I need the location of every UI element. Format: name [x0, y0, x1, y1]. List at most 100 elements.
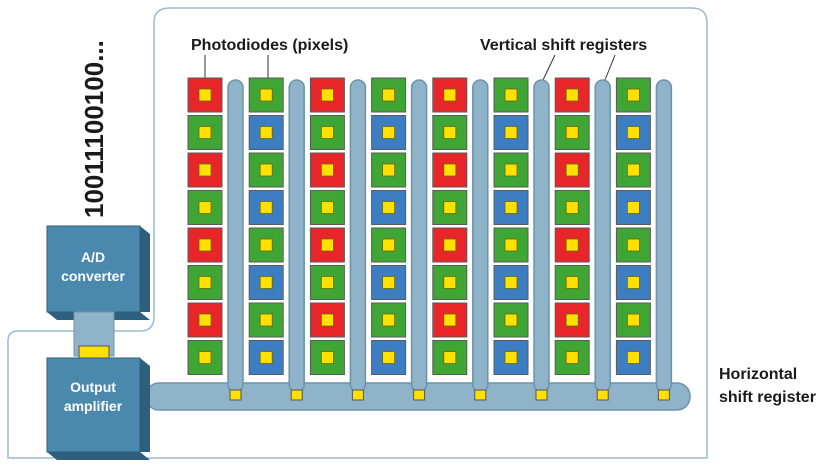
vertical-shift-register — [472, 79, 489, 393]
vertical-shift-register — [349, 79, 367, 393]
register-transfer-gate — [474, 389, 487, 401]
vertical-shift-register — [288, 79, 305, 393]
photodiode-sensor — [382, 276, 396, 289]
photodiode-sensor — [382, 351, 396, 364]
photodiode-sensor — [443, 313, 457, 327]
photodiode-sensor — [198, 351, 212, 364]
photodiode-pixel — [432, 152, 468, 188]
photodiode-sensor — [320, 313, 334, 327]
photodiode-sensor — [627, 276, 640, 289]
photodiode-sensor — [198, 238, 212, 252]
photodiode-pixel — [432, 190, 468, 225]
photodiode-sensor — [198, 313, 212, 327]
photodiode-sensor — [320, 276, 334, 289]
photodiode-sensor — [320, 238, 334, 252]
photodiode-sensor — [504, 238, 518, 252]
horizontal-register-label: shift register — [719, 389, 816, 406]
photodiode-sensor — [627, 313, 640, 327]
photodiode-sensor — [382, 313, 396, 327]
vertical-shift-register — [533, 79, 550, 393]
photodiode-pixel — [615, 190, 651, 225]
photodiode-pixel — [493, 115, 529, 150]
photodiode-sensor — [320, 88, 334, 102]
photodiode-sensor — [443, 126, 457, 139]
photodiode-pixel — [371, 227, 407, 263]
register-transfer-gate — [657, 389, 670, 401]
photodiode-sensor — [259, 126, 273, 139]
photodiode-sensor — [443, 88, 457, 102]
photodiode-sensor — [198, 88, 212, 102]
photodiode-sensor — [565, 313, 579, 327]
photodiode-sensor — [320, 163, 334, 177]
photodiode-sensor — [504, 276, 518, 289]
photodiode-pixel — [248, 190, 284, 225]
register-transfer-gate — [351, 389, 364, 401]
register-transfer-gate — [596, 389, 609, 401]
photodiode-sensor — [443, 351, 457, 364]
vertical-registers-label: Vertical shift registers — [480, 37, 647, 54]
photodiode-sensor — [627, 201, 640, 214]
photodiode-sensor — [443, 238, 457, 252]
photodiode-sensor — [259, 238, 273, 252]
photodiode-sensor — [198, 126, 212, 139]
output-amplifier-box: Output amplifier — [46, 357, 150, 460]
photodiode-sensor — [504, 351, 518, 364]
vertical-shift-register — [227, 79, 244, 393]
photodiode-sensor — [627, 163, 640, 177]
photodiode-sensor — [259, 88, 273, 102]
chip-outline — [7, 7, 708, 459]
photodiode-sensor — [627, 126, 640, 139]
photodiode-sensor — [198, 201, 212, 214]
photodiodes-label: Photodiodes (pixels) — [191, 37, 348, 54]
register-transfer-gate — [535, 389, 548, 401]
vertical-shift-register — [655, 79, 673, 393]
ad-converter-box: A/D converter — [46, 225, 150, 320]
photodiode-sensor — [259, 201, 273, 214]
ad-converter-label: A/D — [81, 249, 105, 265]
photodiode-sensor — [565, 238, 579, 252]
output-amplifier-label: amplifier — [64, 398, 123, 414]
photodiode-sensor — [259, 276, 273, 289]
photodiode-sensor — [565, 201, 579, 214]
photodiode-sensor — [382, 88, 396, 102]
photodiode-sensor — [565, 126, 579, 139]
photodiode-sensor — [198, 163, 212, 177]
photodiode-sensor — [627, 238, 640, 252]
photodiode-sensor — [382, 163, 396, 177]
photodiode-sensor — [259, 351, 273, 364]
photodiode-sensor — [198, 276, 212, 289]
photodiode-sensor — [320, 201, 334, 214]
vertical-shift-register — [410, 79, 428, 393]
photodiode-sensor — [504, 313, 518, 327]
ad-converter-label: converter — [61, 268, 125, 284]
photodiode-sensor — [320, 126, 334, 139]
register-transfer-gate — [290, 389, 303, 401]
photodiode-sensor — [504, 126, 518, 139]
photodiode-sensor — [443, 276, 457, 289]
register-transfer-gate — [413, 389, 426, 401]
vertical-shift-register — [594, 79, 611, 393]
photodiode-sensor — [565, 276, 579, 289]
vertical-registers-leader — [542, 54, 556, 81]
bitstream-label: 10011100100... — [79, 40, 109, 218]
photodiode-sensor — [382, 238, 396, 252]
horizontal-register-label: Horizontal — [719, 366, 797, 383]
photodiode-sensor — [382, 126, 396, 139]
photodiode-pixel — [187, 77, 223, 113]
vertical-registers-leader — [604, 54, 616, 81]
photodiode-sensor — [382, 201, 396, 214]
photodiode-sensor — [443, 163, 457, 177]
photodiode-sensor — [565, 88, 579, 102]
photodiode-pixel — [309, 152, 345, 188]
photodiode-sensor — [320, 351, 334, 364]
photodiode-pixel — [432, 227, 468, 263]
photodiode-sensor — [504, 201, 518, 214]
register-transfer-gate — [229, 389, 242, 401]
photodiode-sensor — [504, 163, 518, 177]
photodiode-sensor — [627, 351, 640, 364]
photodiode-sensor — [259, 163, 273, 177]
photodiode-sensor — [443, 201, 457, 214]
output-amplifier-label: Output — [70, 379, 116, 395]
photodiode-sensor — [259, 313, 273, 327]
